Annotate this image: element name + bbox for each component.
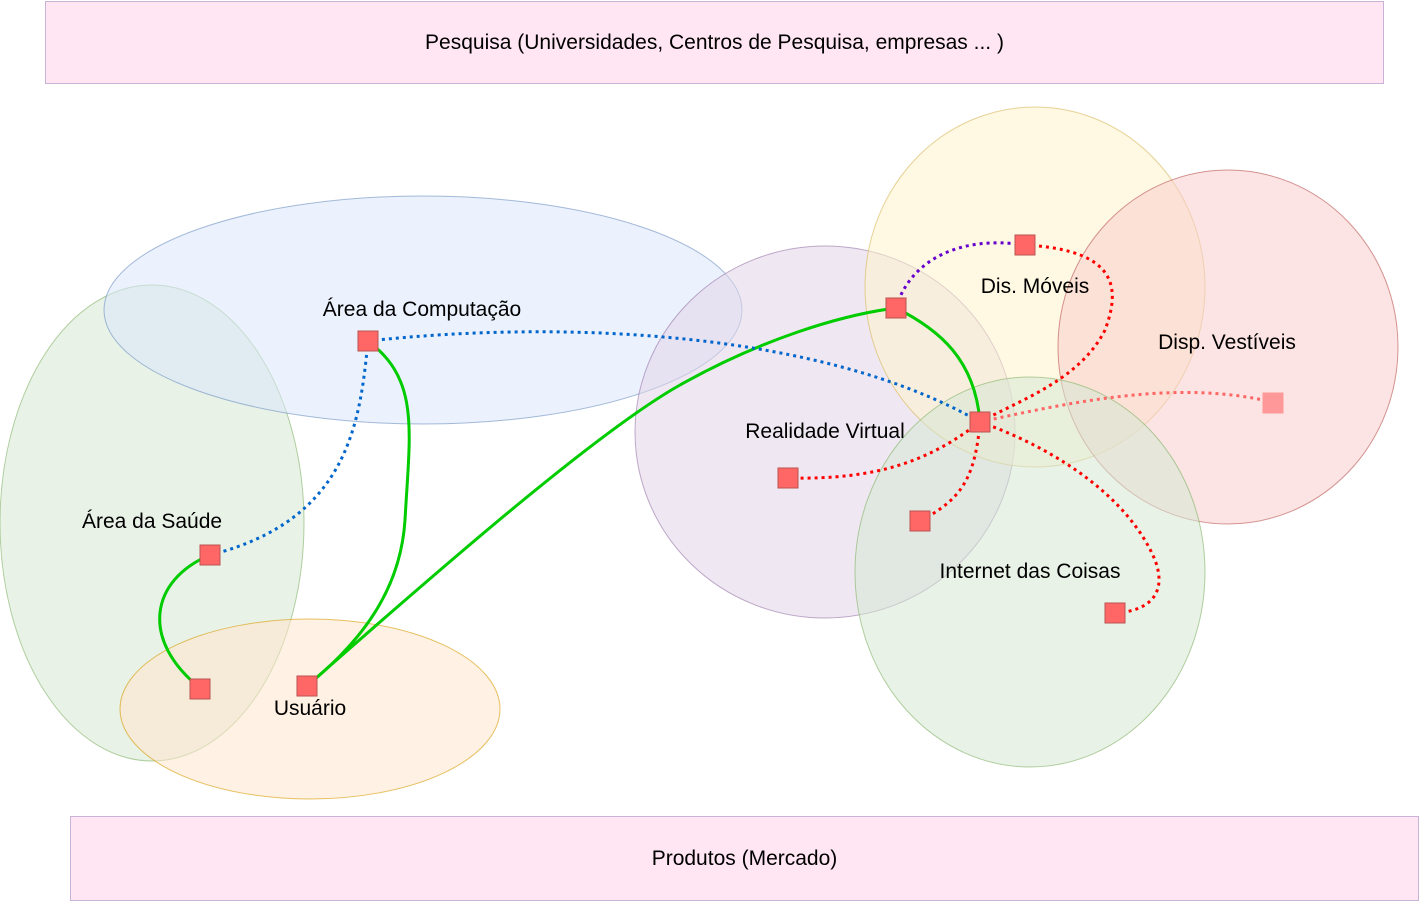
node-iot-far: [1104, 602, 1126, 624]
label-iot: Internet das Coisas: [939, 560, 1121, 583]
label-moveis: Dis. Móveis: [980, 275, 1090, 298]
label-realidade: Realidade Virtual: [745, 420, 905, 443]
region-iot: [854, 376, 1206, 768]
research-band: Pesquisa (Universidades, Centros de Pesq…: [45, 1, 1384, 84]
link-mobile-top: [894, 241, 1026, 309]
node-usuario: [296, 675, 318, 697]
region-usuario: [119, 618, 501, 800]
node-saude-user: [189, 678, 211, 700]
link-mobile-hub: [895, 306, 982, 423]
link-user-mobile: [306, 306, 897, 688]
label-vestiveis: Disp. Vestíveis: [1158, 331, 1296, 354]
node-iot-small: [909, 510, 931, 532]
link-top-hub: [979, 243, 1114, 424]
products-band-label: Produtos (Mercado): [651, 846, 838, 870]
link-comp-saude: [209, 340, 370, 557]
products-band: Produtos (Mercado): [70, 816, 1419, 901]
node-saude: [199, 544, 221, 566]
link-saude-user: [158, 553, 211, 690]
label-saude: Área da Saúde: [81, 510, 223, 533]
link-hub-vr: [787, 420, 981, 480]
node-hub: [969, 411, 991, 433]
research-band-label: Pesquisa (Universidades, Centros de Pesq…: [425, 30, 1004, 54]
node-mobile-left: [885, 297, 907, 319]
link-hub-iot-far: [979, 420, 1161, 615]
label-usuario: Usuário: [273, 697, 347, 720]
node-mobile-top: [1014, 234, 1036, 256]
node-computacao: [357, 330, 379, 352]
node-vr: [777, 467, 799, 489]
link-comp-hub: [367, 330, 981, 424]
label-computacao: Área da Computação: [322, 298, 522, 321]
node-wearable: [1262, 392, 1284, 414]
link-comp-user: [306, 339, 411, 688]
